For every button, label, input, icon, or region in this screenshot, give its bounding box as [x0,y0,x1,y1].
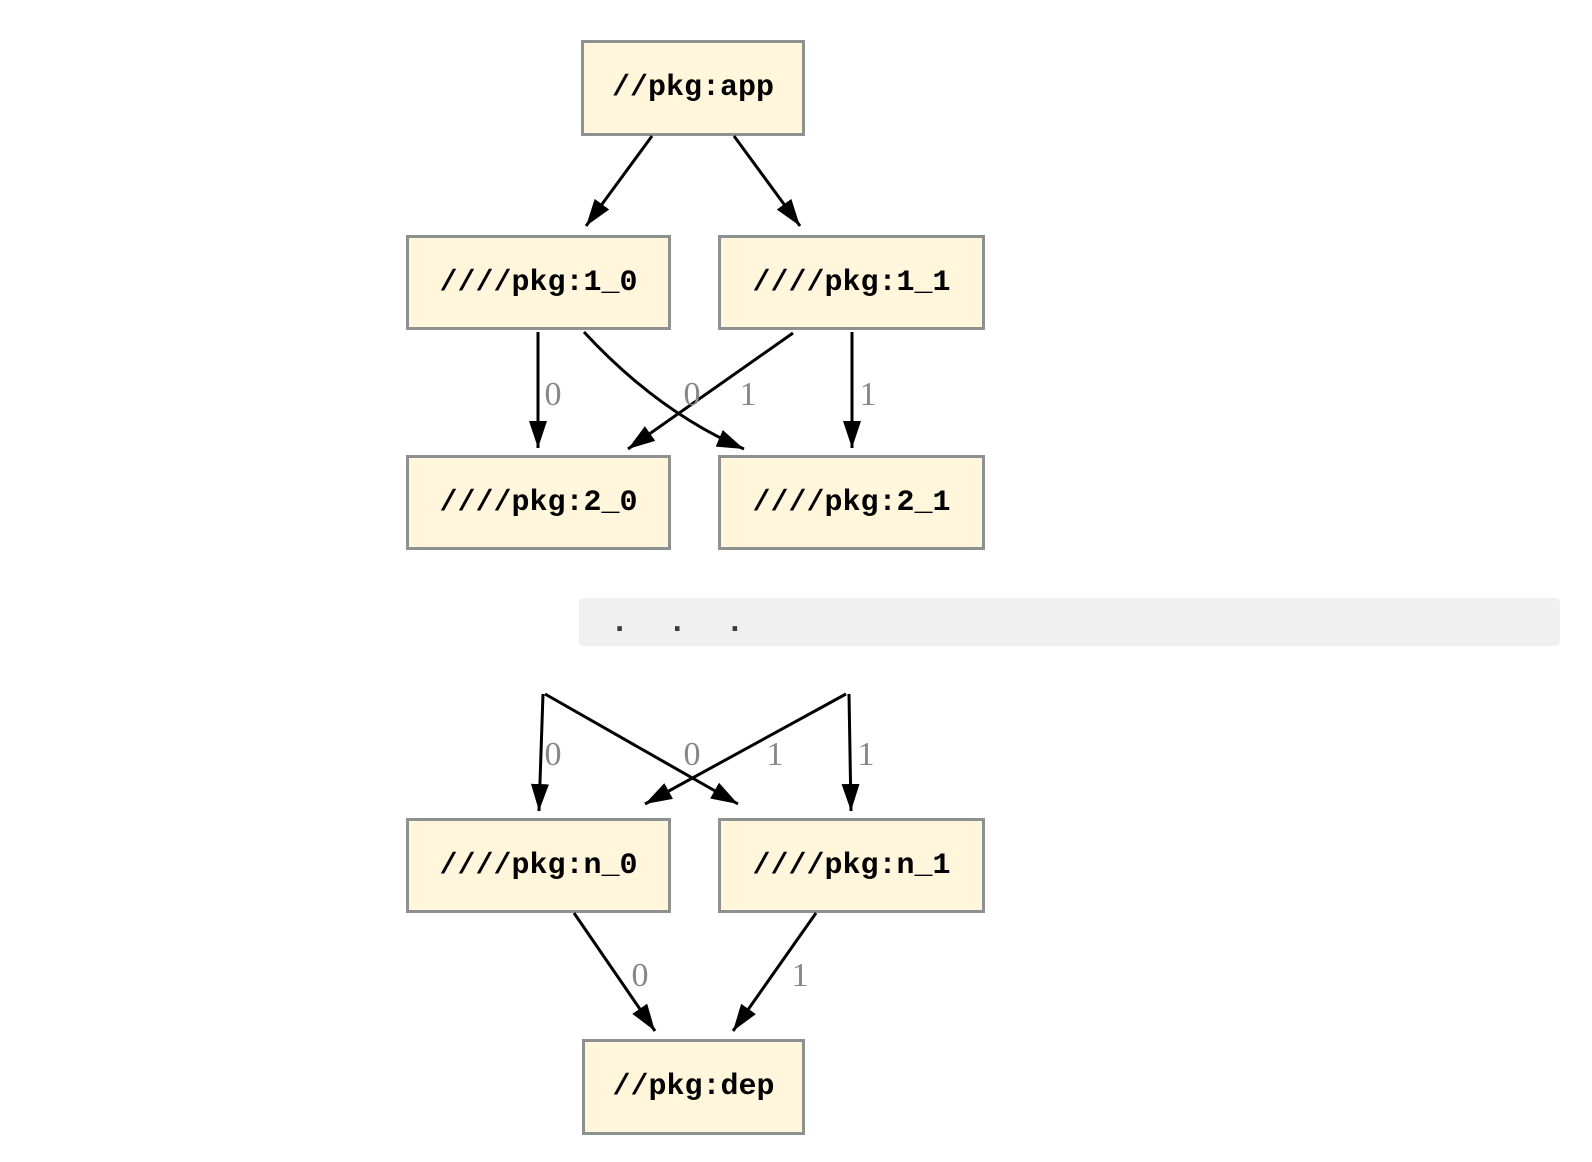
edge-label-elided-to-n-1-right: 1 [858,736,875,773]
node-pkg-app: //pkg:app [581,40,805,136]
node-pkg-1-0: ////pkg:1_0 [406,235,671,330]
node-pkg-2-0: ////pkg:2_0 [406,455,671,550]
edge-label-elided-to-n-1-left: 0 [684,736,701,773]
edge-label-elided-to-n-0-right: 1 [767,736,784,773]
edge-elided-right-to-n-1 [841,693,860,812]
edge-label-n-1-to-dep: 1 [792,957,809,994]
elided-levels-band: . . . [579,598,1560,646]
node-pkg-1-1: ////pkg:1_1 [718,235,985,330]
edge-elided-left-to-n-0 [530,693,549,812]
edge-label-1-1-to-2-1: 1 [860,376,877,413]
edge-n-0-to-dep [572,912,657,1032]
node-pkg-n-0: ////pkg:n_0 [406,818,671,913]
edge-label-1-0-to-2-1: 0 [684,376,701,413]
edge-app-to-1-1 [732,135,802,227]
edge-1-0-to-2-1 [582,330,745,451]
node-pkg-dep: //pkg:dep [582,1039,805,1135]
edge-label-1-0-to-2-0: 0 [545,376,562,413]
edge-app-to-1-0 [584,135,654,227]
edge-label-n-0-to-dep: 0 [632,957,649,994]
edge-n-1-to-dep [731,912,818,1032]
node-pkg-n-1: ////pkg:n_1 [718,818,985,913]
edge-label-elided-to-n-0-left: 0 [545,736,562,773]
node-pkg-2-1: ////pkg:2_1 [718,455,985,550]
edge-elided-right-to-n-0 [644,692,847,806]
edge-elided-left-to-n-1 [544,692,739,806]
edge-label-1-1-to-2-0: 1 [740,376,757,413]
edge-1-1-to-2-0 [627,331,794,451]
